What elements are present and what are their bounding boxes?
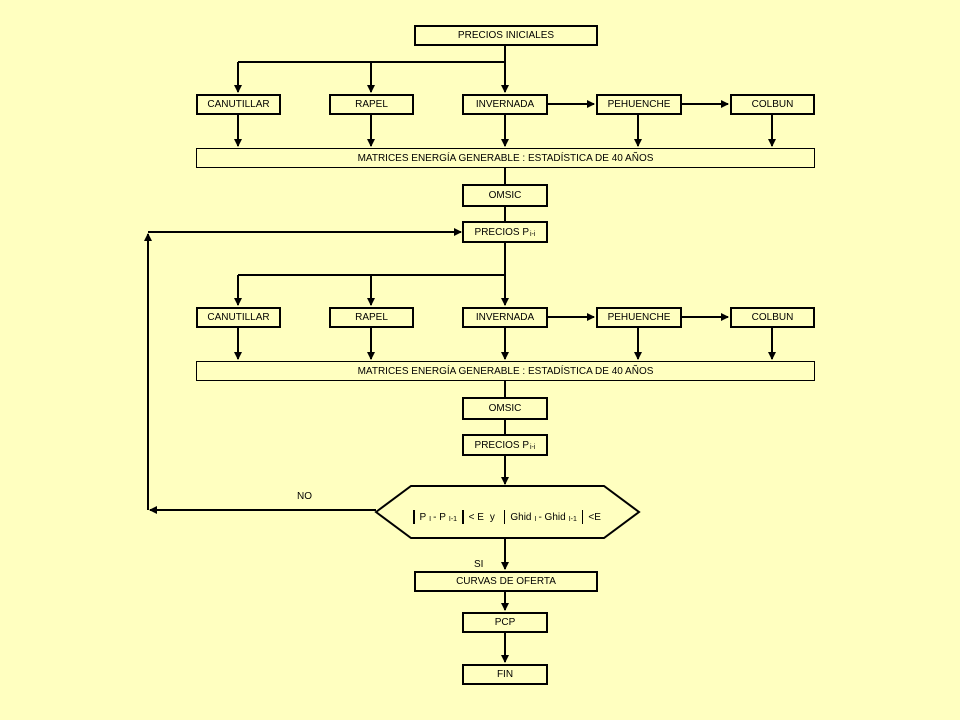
canutillar-box: CANUTILLAR [196,94,281,115]
omsic-box: OMSIC [462,397,548,420]
colbun-box: COLBUN [730,307,815,328]
precios-iniciales-box: PRECIOS INICIALES [414,25,598,46]
rapel-box: RAPEL [329,94,414,115]
omsic-box: OMSIC [462,184,548,207]
fin-box: FIN [462,664,548,685]
canutillar-box: CANUTILLAR [196,307,281,328]
pehuenche-box: PEHUENCHE [596,307,682,328]
no-label: NO [297,491,312,502]
connector-lines [144,46,776,663]
matrices-box: MATRICES ENERGÍA GENERABLE : ESTADÍSTICA… [196,148,815,168]
colbun-box: COLBUN [730,94,815,115]
pcp-box: PCP [462,612,548,633]
rapel-box: RAPEL [329,307,414,328]
curvas-oferta-box: CURVAS DE OFERTA [414,571,598,592]
decision-hexagon [374,485,641,539]
invernada-box: INVERNADA [462,307,548,328]
invernada-box: INVERNADA [462,94,548,115]
matrices-box: MATRICES ENERGÍA GENERABLE : ESTADÍSTICA… [196,361,815,381]
si-label: SI [474,559,484,570]
pehuenche-box: PEHUENCHE [596,94,682,115]
